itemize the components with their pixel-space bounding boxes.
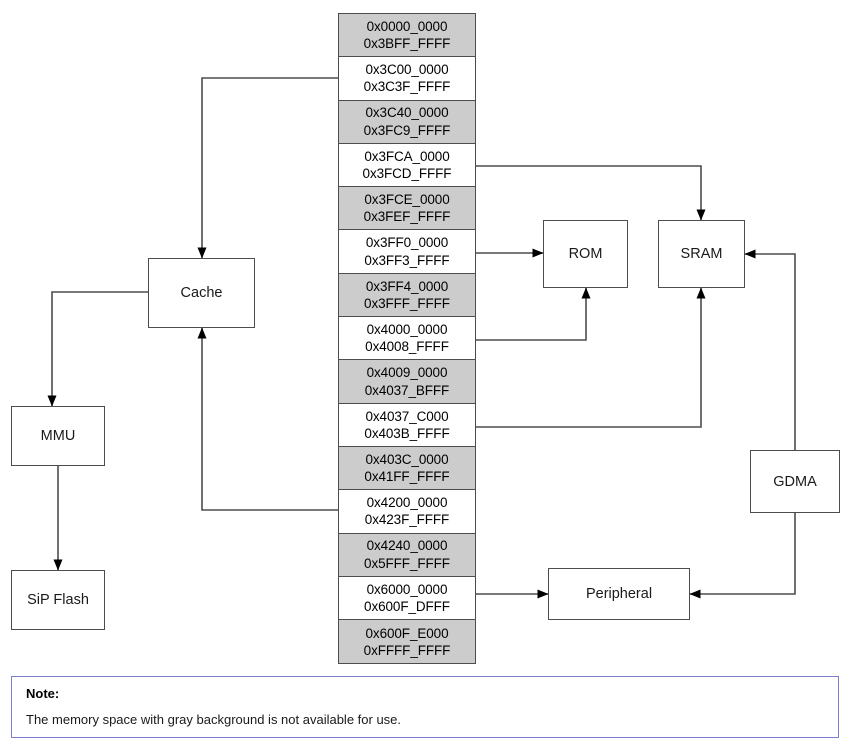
memory-block-end: 0x3FC9_FFFF [363, 122, 451, 138]
memory-block-end: 0x403B_FFFF [364, 425, 450, 441]
edge-cache-to-mmu [47, 291, 148, 407]
memory-block-start: 0x3FF4_0000 [365, 278, 449, 294]
memory-block-start: 0x6000_0000 [366, 581, 448, 597]
memory-block-start: 0x3C40_0000 [365, 105, 449, 121]
node-peripheral[interactable]: Peripheral [548, 568, 690, 620]
node-sip-flash[interactable]: SiP Flash [11, 570, 105, 630]
node-mmu[interactable]: MMU [11, 406, 105, 466]
memory-block-start: 0x4037_C000 [365, 408, 449, 424]
memory-block-start: 0x4200_0000 [366, 495, 448, 511]
memory-block-end: 0x4037_BFFF [364, 382, 450, 398]
edge-flash-region-to-cache [197, 77, 338, 259]
memory-block-start: 0x4009_0000 [366, 365, 448, 381]
edge-region-to-rom-bottom [476, 287, 591, 341]
memory-block-start: 0x3C00_0000 [365, 62, 449, 78]
memory-block-end: 0xFFFF_FFFF [363, 642, 451, 658]
memory-block-start: 0x4240_0000 [366, 538, 448, 554]
memory-block-end: 0x600F_DFFF [364, 599, 450, 614]
memory-block-end: 0x5FFF_FFFF [364, 555, 450, 571]
memory-block-end: 0x3FEF_FFFF [363, 209, 451, 225]
memory-block-end: 0x3BFF_FFFF [363, 36, 451, 52]
node-rom[interactable]: ROM [543, 220, 628, 288]
node-cache[interactable]: Cache [148, 258, 255, 328]
memory-block-end: 0x3C3F_FFFF [363, 79, 451, 95]
memory-block-start: 0x3FCE_0000 [364, 192, 450, 208]
node-gdma-label: GDMA [773, 473, 817, 490]
note-body: The memory space with gray background is… [26, 712, 402, 727]
node-sram-label: SRAM [680, 246, 723, 262]
memory-block-start: 0x4000_0000 [366, 321, 448, 337]
memory-block-end: 0x423F_FFFF [364, 512, 450, 528]
node-peripheral-label: Peripheral [585, 586, 653, 602]
memory-block-start: 0x3FF0_0000 [365, 235, 449, 251]
memory-block-start: 0x3FCA_0000 [364, 148, 450, 164]
note-title: Note: [26, 686, 60, 701]
memory-block: 0x0000_0000 0x3BFF_FFFF [339, 14, 475, 58]
node-mmu-label: MMU [40, 428, 76, 444]
memory-block-end: 0x4008_FFFF [365, 339, 449, 355]
edge-region-to-sram-top [476, 165, 706, 221]
memory-block: 0x6000_0000 0x600F_DFFF [339, 576, 475, 621]
memory-block-start: 0x0000_0000 [366, 18, 448, 34]
memory-block-end: 0x41FF_FFFF [364, 469, 450, 485]
edge-gdma-to-sram [744, 249, 796, 450]
node-sip-flash-label: SiP Flash [27, 592, 89, 608]
node-cache-label: Cache [180, 285, 223, 301]
memory-block: 0x403C_0000 0x41FF_FFFF [339, 446, 475, 491]
memory-block-end: 0x3FCD_FFFF [362, 166, 452, 182]
memory-block-start: 0x600F_E000 [365, 625, 449, 641]
node-rom-label: ROM [568, 246, 603, 262]
memory-block-end: 0x3FFF_FFFF [364, 295, 450, 311]
memory-block-end: 0x3FF3_FFFF [364, 252, 450, 268]
memory-block-start: 0x403C_0000 [365, 451, 449, 467]
memory-block: 0x4000_0000 0x4008_FFFF [339, 317, 475, 361]
note-box: Note: The memory space with gray backgro… [11, 676, 839, 738]
node-sram[interactable]: SRAM [658, 220, 745, 288]
edge-region-to-cache-bottom [197, 327, 338, 511]
node-gdma[interactable]: GDMA [750, 450, 840, 513]
memory-block: 0x3FCA_0000 0x3FCD_FFFF [339, 143, 475, 188]
edge-region-to-sram-bottom [476, 287, 706, 428]
edge-gdma-to-peripheral [689, 513, 796, 599]
